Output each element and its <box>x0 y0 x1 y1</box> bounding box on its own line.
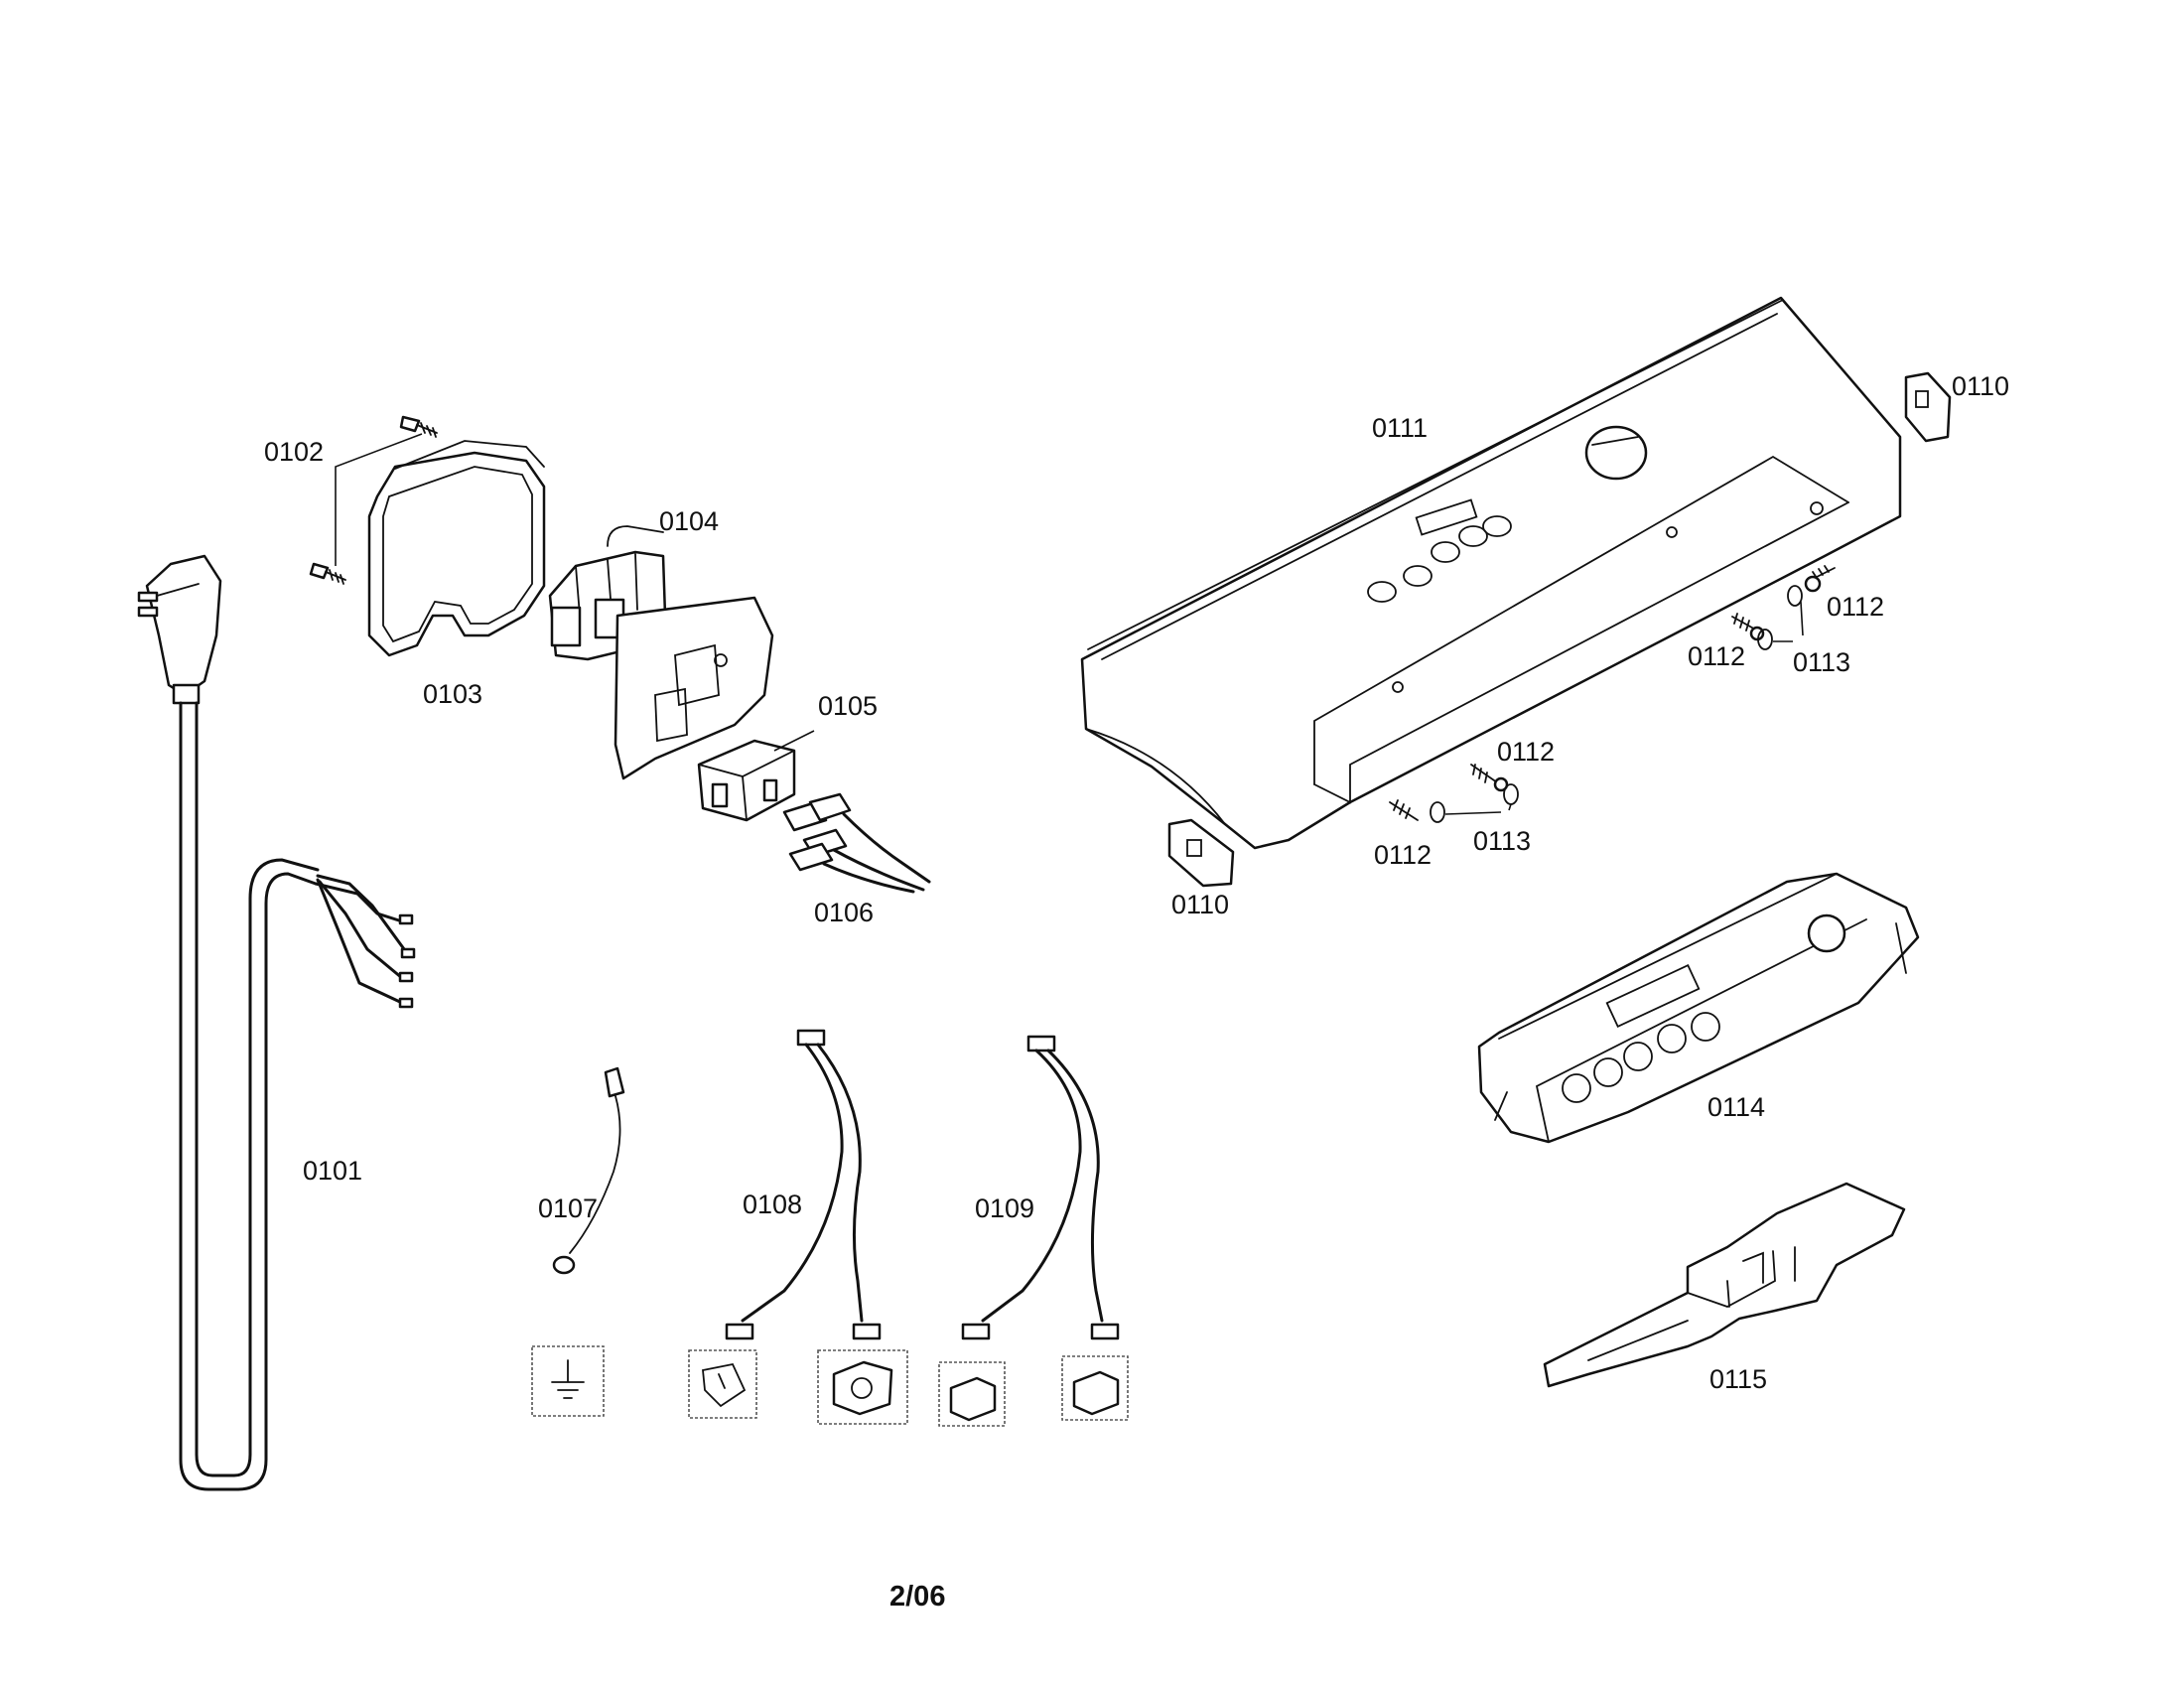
label-0113-a: 0113 <box>1793 647 1851 677</box>
connectors-0106 <box>782 792 931 894</box>
label-0102: 0102 <box>264 437 325 467</box>
label-0111: 0111 <box>1372 413 1429 443</box>
clips-0110 <box>1167 371 1952 888</box>
control-panel-0111 <box>1080 296 1902 850</box>
control-board-0114 <box>1477 872 1920 1144</box>
ground-wire-0107 <box>531 1066 625 1417</box>
label-0101: 0101 <box>303 1156 363 1186</box>
label-0110-bottom: 0110 <box>1171 890 1230 919</box>
label-0112-c: 0112 <box>1497 737 1556 767</box>
label-0104: 0104 <box>659 506 720 536</box>
screws-washers-right <box>1389 565 1836 823</box>
label-0108: 0108 <box>743 1190 803 1219</box>
page-number: 2/06 <box>889 1581 946 1613</box>
label-0112-d: 0112 <box>1374 840 1433 870</box>
label-0107: 0107 <box>538 1193 599 1223</box>
junction-cover-0103 <box>367 440 546 657</box>
bracket-0115 <box>1543 1182 1906 1388</box>
label-0115: 0115 <box>1709 1364 1768 1394</box>
label-0105: 0105 <box>818 691 879 721</box>
label-0112-a: 0112 <box>1827 592 1885 622</box>
screws-0102 <box>309 415 438 585</box>
label-0110-top: 0110 <box>1952 371 2010 401</box>
label-0103: 0103 <box>423 679 483 709</box>
label-0112-b: 0112 <box>1688 641 1746 671</box>
label-0113-b: 0113 <box>1473 826 1532 856</box>
label-0106: 0106 <box>814 898 875 927</box>
label-0114: 0114 <box>1707 1092 1766 1122</box>
label-0109: 0109 <box>975 1193 1035 1223</box>
relay-0105 <box>697 730 815 822</box>
power-cord-0101 <box>137 554 416 1491</box>
harness-0109 <box>938 1035 1129 1427</box>
terminal-block-0104 <box>548 525 774 780</box>
harness-0108 <box>688 1029 908 1425</box>
